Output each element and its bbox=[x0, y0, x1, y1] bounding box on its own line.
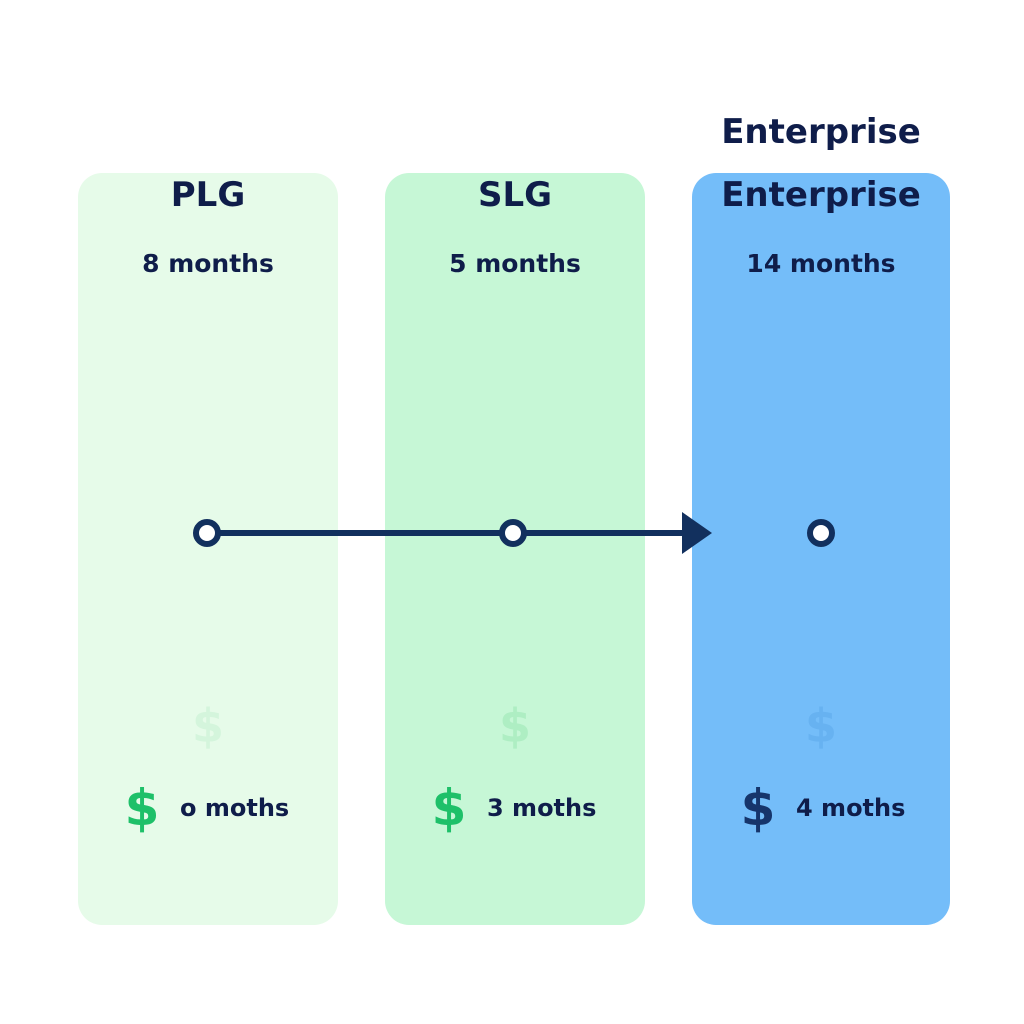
faded-dollar-icon: $ bbox=[191, 699, 224, 753]
column-slg: SLG 5 months $ $ 3 moths bbox=[385, 173, 645, 925]
payback-label: 3 moths bbox=[487, 794, 597, 822]
payback-label: 4 moths bbox=[796, 794, 906, 822]
faded-dollar-icon: $ bbox=[498, 699, 531, 753]
payback-row: $ 3 moths bbox=[429, 778, 597, 838]
dollar-icon: $ bbox=[740, 779, 776, 837]
column-title: SLG bbox=[477, 175, 553, 215]
column-enterprise: Enterprise 14 months $ $ 4 moths bbox=[692, 173, 950, 925]
column-duration: 5 months bbox=[449, 249, 581, 278]
column-plg: PLG 8 months $ $ o moths bbox=[78, 173, 338, 925]
column-duration: 8 months bbox=[142, 249, 274, 278]
payback-row: $ o moths bbox=[122, 778, 290, 838]
dollar-icon: $ bbox=[431, 779, 467, 837]
column-duration: 14 months bbox=[746, 249, 896, 278]
dollar-icon: $ bbox=[124, 779, 160, 837]
payback-row: $ 4 moths bbox=[738, 778, 906, 838]
column-title: Enterprise bbox=[721, 175, 921, 215]
top-label-enterprise: Enterprise bbox=[721, 112, 921, 152]
column-title: PLG bbox=[170, 175, 246, 215]
payback-label: o moths bbox=[180, 794, 290, 822]
faded-dollar-icon: $ bbox=[804, 699, 837, 753]
